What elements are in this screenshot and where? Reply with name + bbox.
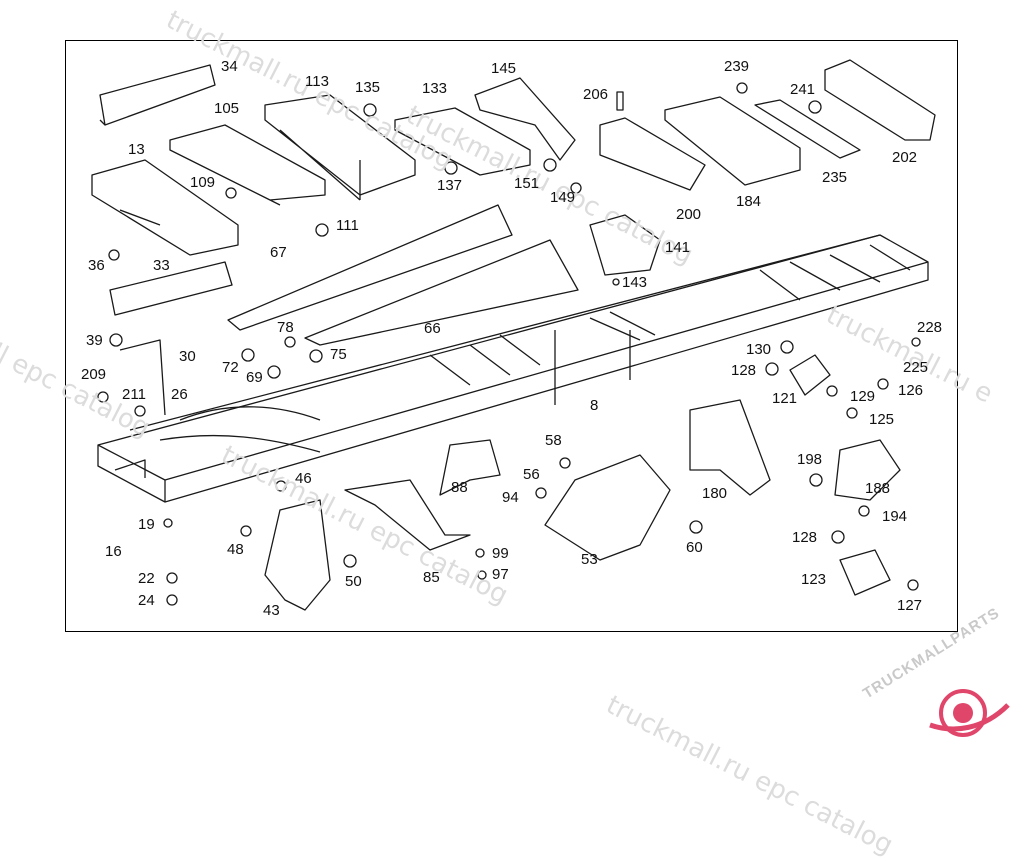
part-label-211[interactable]: 211 <box>122 386 146 403</box>
part-label-8[interactable]: 8 <box>590 397 599 414</box>
part-label-128-bottom[interactable]: 128 <box>792 529 818 546</box>
part-label-60[interactable]: 60 <box>686 539 703 556</box>
part-label-143[interactable]: 143 <box>622 274 648 291</box>
part-label-113[interactable]: 113 <box>305 73 329 90</box>
part-label-126[interactable]: 126 <box>898 382 924 399</box>
part-123-bracket[interactable] <box>839 549 891 596</box>
truckmallparts-logo <box>929 689 1010 737</box>
part-88-bracket[interactable] <box>439 439 501 496</box>
part-label-198[interactable]: 198 <box>797 451 823 468</box>
part-label-69[interactable]: 69 <box>246 369 263 386</box>
part-label-24[interactable]: 24 <box>138 592 155 609</box>
part-label-99[interactable]: 99 <box>492 545 509 562</box>
part-label-188[interactable]: 188 <box>865 480 891 497</box>
part-label-149[interactable]: 149 <box>550 189 576 206</box>
part-label-30[interactable]: 30 <box>179 348 196 365</box>
part-label-97[interactable]: 97 <box>492 566 509 583</box>
exploded-parts-drawing <box>91 59 936 611</box>
part-label-75[interactable]: 75 <box>330 346 347 363</box>
part-105-crossmember[interactable] <box>169 124 326 206</box>
part-label-88[interactable]: 88 <box>451 479 468 496</box>
part-26-rod[interactable] <box>119 339 166 416</box>
frame-cross-members[interactable] <box>159 244 911 453</box>
part-label-135[interactable]: 135 <box>355 79 381 96</box>
part-label-228[interactable]: 228 <box>917 319 943 336</box>
part-label-239[interactable]: 239 <box>724 58 750 75</box>
part-label-200[interactable]: 200 <box>676 206 702 223</box>
part-label-123[interactable]: 123 <box>801 571 827 588</box>
part-label-105[interactable]: 105 <box>214 100 240 117</box>
main-frame-rail[interactable] <box>97 234 929 503</box>
part-235-strip[interactable] <box>754 99 861 159</box>
part-145-bracket[interactable] <box>474 77 576 161</box>
part-label-151[interactable]: 151 <box>514 175 540 192</box>
part-33-plate[interactable] <box>109 261 233 316</box>
part-13-crossmember[interactable] <box>91 159 239 256</box>
part-label-127[interactable]: 127 <box>897 597 923 614</box>
part-53-bracket[interactable] <box>544 454 671 561</box>
part-label-125[interactable]: 125 <box>869 411 895 428</box>
part-label-202[interactable]: 202 <box>892 149 918 166</box>
part-label-36[interactable]: 36 <box>88 257 105 274</box>
part-label-209[interactable]: 209 <box>81 366 107 383</box>
part-label-121[interactable]: 121 <box>772 390 798 407</box>
part-180-spring-bracket[interactable] <box>689 399 771 496</box>
part-label-26[interactable]: 26 <box>171 386 188 403</box>
part-label-137[interactable]: 137 <box>437 177 463 194</box>
part-85-bracket[interactable] <box>344 479 471 551</box>
part-label-50[interactable]: 50 <box>345 573 362 590</box>
part-200-bracket[interactable] <box>599 117 706 191</box>
part-label-67[interactable]: 67 <box>270 244 287 261</box>
part-label-128-top[interactable]: 128 <box>731 362 757 379</box>
part-label-66[interactable]: 66 <box>424 320 441 337</box>
part-label-56[interactable]: 56 <box>523 466 540 483</box>
part-label-111[interactable]: 111 <box>336 217 359 234</box>
part-label-33[interactable]: 33 <box>153 257 170 274</box>
part-label-78[interactable]: 78 <box>277 319 294 336</box>
part-label-19[interactable]: 19 <box>138 516 155 533</box>
part-label-145[interactable]: 145 <box>491 60 517 77</box>
part-label-206[interactable]: 206 <box>583 86 609 103</box>
part-34-bracket[interactable] <box>99 64 216 126</box>
part-label-43[interactable]: 43 <box>263 602 280 619</box>
part-label-34[interactable]: 34 <box>221 58 238 75</box>
part-label-235[interactable]: 235 <box>822 169 848 186</box>
part-label-130[interactable]: 130 <box>746 341 772 358</box>
part-121-bracket[interactable] <box>789 354 831 396</box>
part-label-72[interactable]: 72 <box>222 359 239 376</box>
part-label-85[interactable]: 85 <box>423 569 440 586</box>
part-label-184[interactable]: 184 <box>736 193 762 210</box>
part-206-pin[interactable] <box>616 91 624 111</box>
part-133-crossmember[interactable] <box>394 107 531 176</box>
part-label-46[interactable]: 46 <box>295 470 312 487</box>
fasteners <box>97 82 921 606</box>
part-184-crossmember[interactable] <box>664 96 801 186</box>
part-202-bracket[interactable] <box>824 59 936 141</box>
part-label-133[interactable]: 133 <box>422 80 448 97</box>
part-43-bracket[interactable] <box>264 499 331 611</box>
part-label-58[interactable]: 58 <box>545 432 562 449</box>
part-66-reinforcement[interactable] <box>304 239 579 346</box>
part-label-129[interactable]: 129 <box>850 388 876 405</box>
part-label-225[interactable]: 225 <box>903 359 929 376</box>
part-label-109[interactable]: 109 <box>190 174 216 191</box>
part-label-141[interactable]: 141 <box>665 239 691 256</box>
part-label-13[interactable]: 13 <box>128 141 145 158</box>
part-label-48[interactable]: 48 <box>227 541 244 558</box>
part-label-180[interactable]: 180 <box>702 485 728 502</box>
part-67-reinforcement[interactable] <box>227 204 513 331</box>
part-label-241[interactable]: 241 <box>790 81 816 98</box>
part-label-39[interactable]: 39 <box>86 332 103 349</box>
part-label-53[interactable]: 53 <box>581 551 598 568</box>
part-113-crossmember[interactable] <box>264 94 416 201</box>
part-label-16[interactable]: 16 <box>105 543 122 560</box>
part-label-194[interactable]: 194 <box>882 508 908 525</box>
part-141-bracket[interactable] <box>589 214 661 276</box>
part-label-22[interactable]: 22 <box>138 570 155 587</box>
part-label-94[interactable]: 94 <box>502 489 519 506</box>
part-188-bracket[interactable] <box>834 439 901 501</box>
